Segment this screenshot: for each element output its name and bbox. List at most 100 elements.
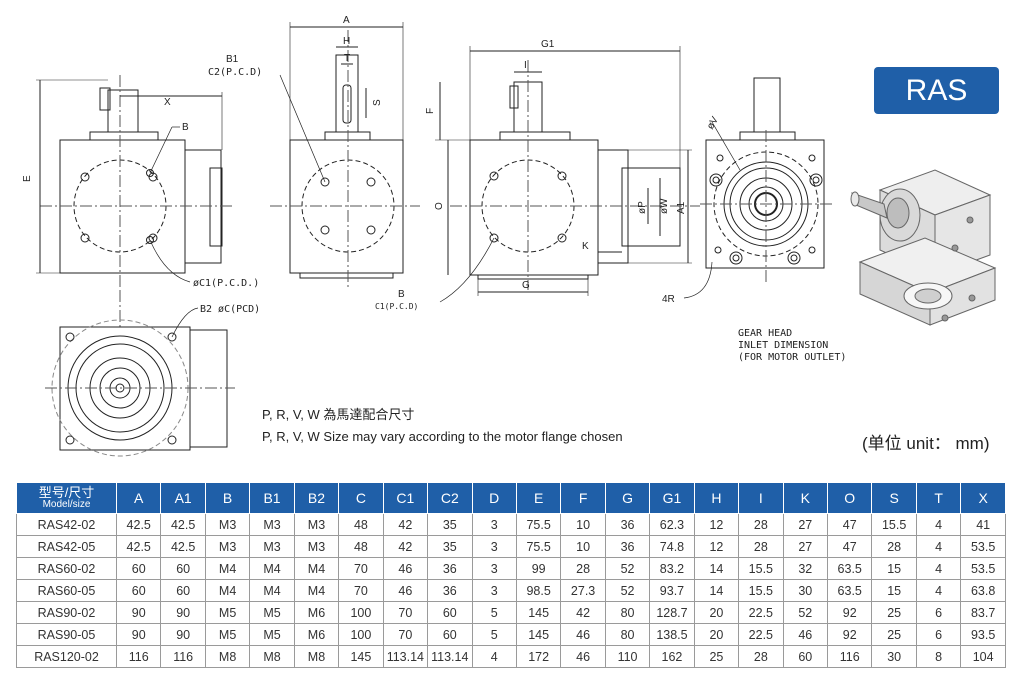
value-cell: 60 <box>160 557 206 580</box>
value-cell: M4 <box>204 557 251 580</box>
header-col: A1 <box>160 482 206 514</box>
value-cell: 8 <box>915 645 962 668</box>
value-cell: 90 <box>160 623 206 646</box>
header-col: S <box>871 482 917 514</box>
header-col: O <box>826 482 873 514</box>
value-cell: 3 <box>471 557 517 580</box>
value-cell: 52 <box>604 579 651 602</box>
value-cell: 30 <box>871 645 917 668</box>
value-cell: 47 <box>826 513 873 536</box>
label-a1: A1 <box>676 201 687 214</box>
value-cell: 28 <box>560 557 606 580</box>
value-cell: 6 <box>915 601 962 624</box>
label-o: O <box>434 202 445 210</box>
value-cell: 46 <box>382 579 429 602</box>
technical-drawing: X B E øC1(P.C.D.) B2 øC(PCD) A H T S B1 … <box>22 15 997 457</box>
value-cell: 42 <box>560 601 606 624</box>
value-cell: M3 <box>249 513 295 536</box>
value-cell: 12 <box>693 535 740 558</box>
value-cell: M4 <box>249 579 295 602</box>
header-col: A <box>115 482 162 514</box>
label-w: øW <box>659 198 670 214</box>
label-c2-pcd: C2(P.C.D) <box>208 67 262 78</box>
unit-label: (单位 unit： mm) <box>862 434 990 453</box>
label-t: T <box>344 53 350 64</box>
value-cell: 15.5 <box>738 557 784 580</box>
gearbox-3d-illustration <box>850 169 997 326</box>
header-model: 型号/尺寸 Model/size <box>16 482 117 514</box>
header-col: C1 <box>382 482 429 514</box>
value-cell: 32 <box>782 557 829 580</box>
label-inlet: INLET DIMENSION <box>738 340 828 351</box>
value-cell: 46 <box>560 623 606 646</box>
value-cell: 80 <box>604 601 651 624</box>
value-cell: M5 <box>204 623 251 646</box>
front-view <box>36 75 235 330</box>
label-b-lower: B <box>398 289 405 300</box>
model-cell: RAS60-02 <box>16 557 117 580</box>
side-view-g1 <box>435 46 700 303</box>
value-cell: 90 <box>115 601 162 624</box>
value-cell: 36 <box>604 535 651 558</box>
value-cell: 5 <box>471 601 517 624</box>
value-cell: M3 <box>293 535 340 558</box>
model-cell: RAS90-05 <box>16 623 117 646</box>
value-cell: 28 <box>738 645 784 668</box>
value-cell: 75.5 <box>515 513 562 536</box>
value-cell: 116 <box>826 645 873 668</box>
value-cell: 113.14 <box>427 645 473 668</box>
value-cell: 99 <box>515 557 562 580</box>
value-cell: 42.5 <box>115 513 162 536</box>
label-e: E <box>22 175 33 182</box>
header-col: G1 <box>649 482 695 514</box>
value-cell: 110 <box>604 645 651 668</box>
value-cell: 14 <box>693 557 740 580</box>
value-cell: 28 <box>871 535 917 558</box>
label-b: B <box>182 122 189 133</box>
value-cell: 46 <box>560 645 606 668</box>
value-cell: 63.5 <box>826 557 873 580</box>
dimension-labels: X B E øC1(P.C.D.) B2 øC(PCD) A H T S B1 … <box>22 15 846 363</box>
value-cell: M5 <box>204 601 251 624</box>
value-cell: M3 <box>249 535 295 558</box>
value-cell: 138.5 <box>649 623 695 646</box>
label-gear-head: GEAR HEAD <box>738 328 792 339</box>
value-cell: 3 <box>471 579 517 602</box>
value-cell: 70 <box>338 579 384 602</box>
header-col: H <box>693 482 740 514</box>
header-col: E <box>515 482 562 514</box>
value-cell: 6 <box>915 623 962 646</box>
value-cell: 36 <box>427 557 473 580</box>
value-cell: 80 <box>604 623 651 646</box>
value-cell: 100 <box>338 601 384 624</box>
value-cell: 75.5 <box>515 535 562 558</box>
value-cell: M4 <box>249 557 295 580</box>
value-cell: 15 <box>871 557 917 580</box>
value-cell: 48 <box>338 513 384 536</box>
value-cell: 63.8 <box>960 579 1006 602</box>
value-cell: 3 <box>471 513 517 536</box>
header-col: T <box>915 482 962 514</box>
label-g: G <box>522 280 530 291</box>
value-cell: 93.7 <box>649 579 695 602</box>
inlet-view <box>683 77 835 299</box>
header-col: B2 <box>293 482 340 514</box>
value-cell: 35 <box>427 535 473 558</box>
label-motor-outlet: (FOR MOTOR OUTLET) <box>738 352 846 363</box>
value-cell: 52 <box>782 601 829 624</box>
value-cell: M3 <box>204 513 251 536</box>
value-cell: M6 <box>293 623 340 646</box>
value-cell: 113.14 <box>382 645 429 668</box>
value-cell: 47 <box>826 535 873 558</box>
value-cell: 116 <box>115 645 162 668</box>
value-cell: 10 <box>560 535 606 558</box>
note-english: P, R, V, W Size may vary according to th… <box>262 429 623 444</box>
value-cell: 36 <box>604 513 651 536</box>
value-cell: 60 <box>115 557 162 580</box>
value-cell: 63.5 <box>826 579 873 602</box>
